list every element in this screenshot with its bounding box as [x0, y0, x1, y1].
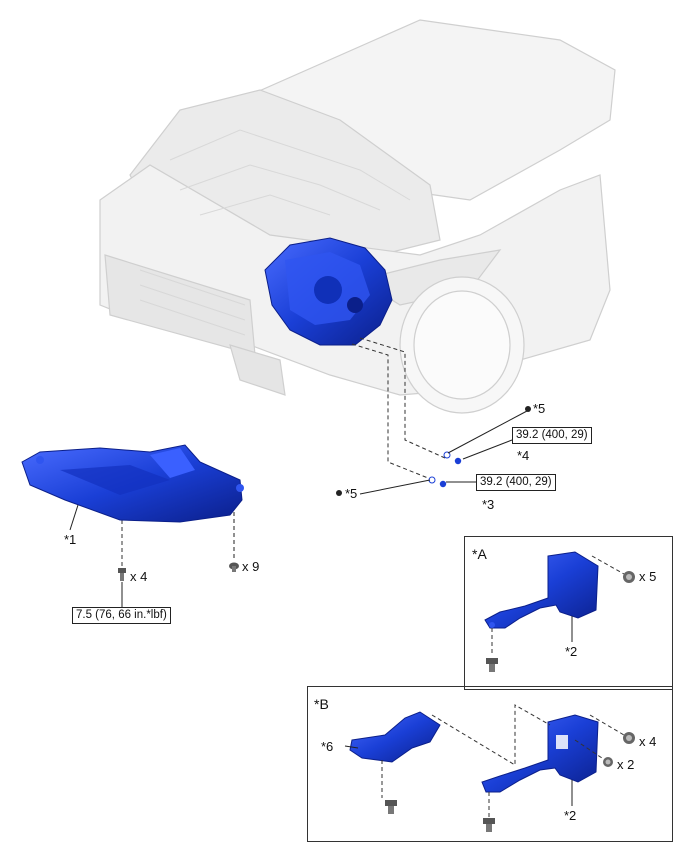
ref4-label: *4	[517, 448, 530, 463]
inset-a-clip-icon	[623, 571, 635, 583]
ref5-upper-label: *5	[533, 401, 546, 416]
inset-b-tag: *B	[314, 696, 329, 712]
torque-lower: 39.2 (400, 29)	[476, 474, 556, 491]
ref6-label: *6	[321, 739, 334, 754]
leader-lines	[121, 337, 446, 568]
transaxle-assembly[interactable]	[264, 237, 393, 346]
inset-b-nut-icon	[603, 757, 613, 767]
bolt-icon	[118, 568, 126, 581]
inset-b-duct[interactable]	[349, 711, 441, 763]
bolt-4-hole	[443, 451, 451, 459]
inset-b-clip-icon	[623, 732, 635, 744]
bolt-markers	[428, 451, 462, 488]
inset-b-bolt-icon-a	[385, 800, 397, 814]
inset-b-ref6-pointer	[344, 745, 359, 749]
bolt-4-head	[454, 457, 462, 465]
inset-a-bolt-icon	[486, 658, 498, 672]
ref2b-label: *2	[564, 808, 577, 823]
torque-upper: 39.2 (400, 29)	[512, 427, 592, 444]
inset-a-clip-leader	[591, 555, 625, 575]
inset-a-panel[interactable]	[484, 551, 599, 629]
bolt-3-head	[439, 480, 447, 488]
ref2a-label: *2	[565, 644, 578, 659]
inset-a-frame	[464, 536, 673, 690]
ref5-upper-dot	[525, 406, 531, 412]
ref1-label: *1	[64, 532, 77, 547]
ref1-pointer	[69, 504, 79, 531]
inset-b-bolt-icon-b	[483, 818, 495, 832]
qty-cover-bolts: x 4	[130, 569, 148, 584]
engine-bay-detail	[139, 129, 411, 336]
ref5-pointers	[359, 410, 528, 495]
vehicle-outline	[99, 19, 616, 414]
clip-icon	[229, 562, 239, 572]
ref3-label: *3	[482, 497, 495, 512]
ref5-lower-dot	[336, 490, 342, 496]
qty-inset-a-clips: x 5	[639, 569, 657, 584]
qty-inset-b-bolts: x 2	[617, 757, 635, 772]
inset-b-panel[interactable]	[481, 714, 599, 793]
torque-cover-bolt: 7.5 (76, 66 in.*lbf)	[72, 607, 171, 624]
ref5-lower-label: *5	[345, 486, 358, 501]
inset-b-frame	[307, 686, 673, 842]
engine-under-cover[interactable]	[21, 444, 244, 523]
inset-a-tag: *A	[472, 546, 487, 562]
qty-inset-b-clips: x 4	[639, 734, 657, 749]
inset-b-leaders	[381, 704, 625, 818]
qty-cover-clips: x 9	[242, 559, 260, 574]
